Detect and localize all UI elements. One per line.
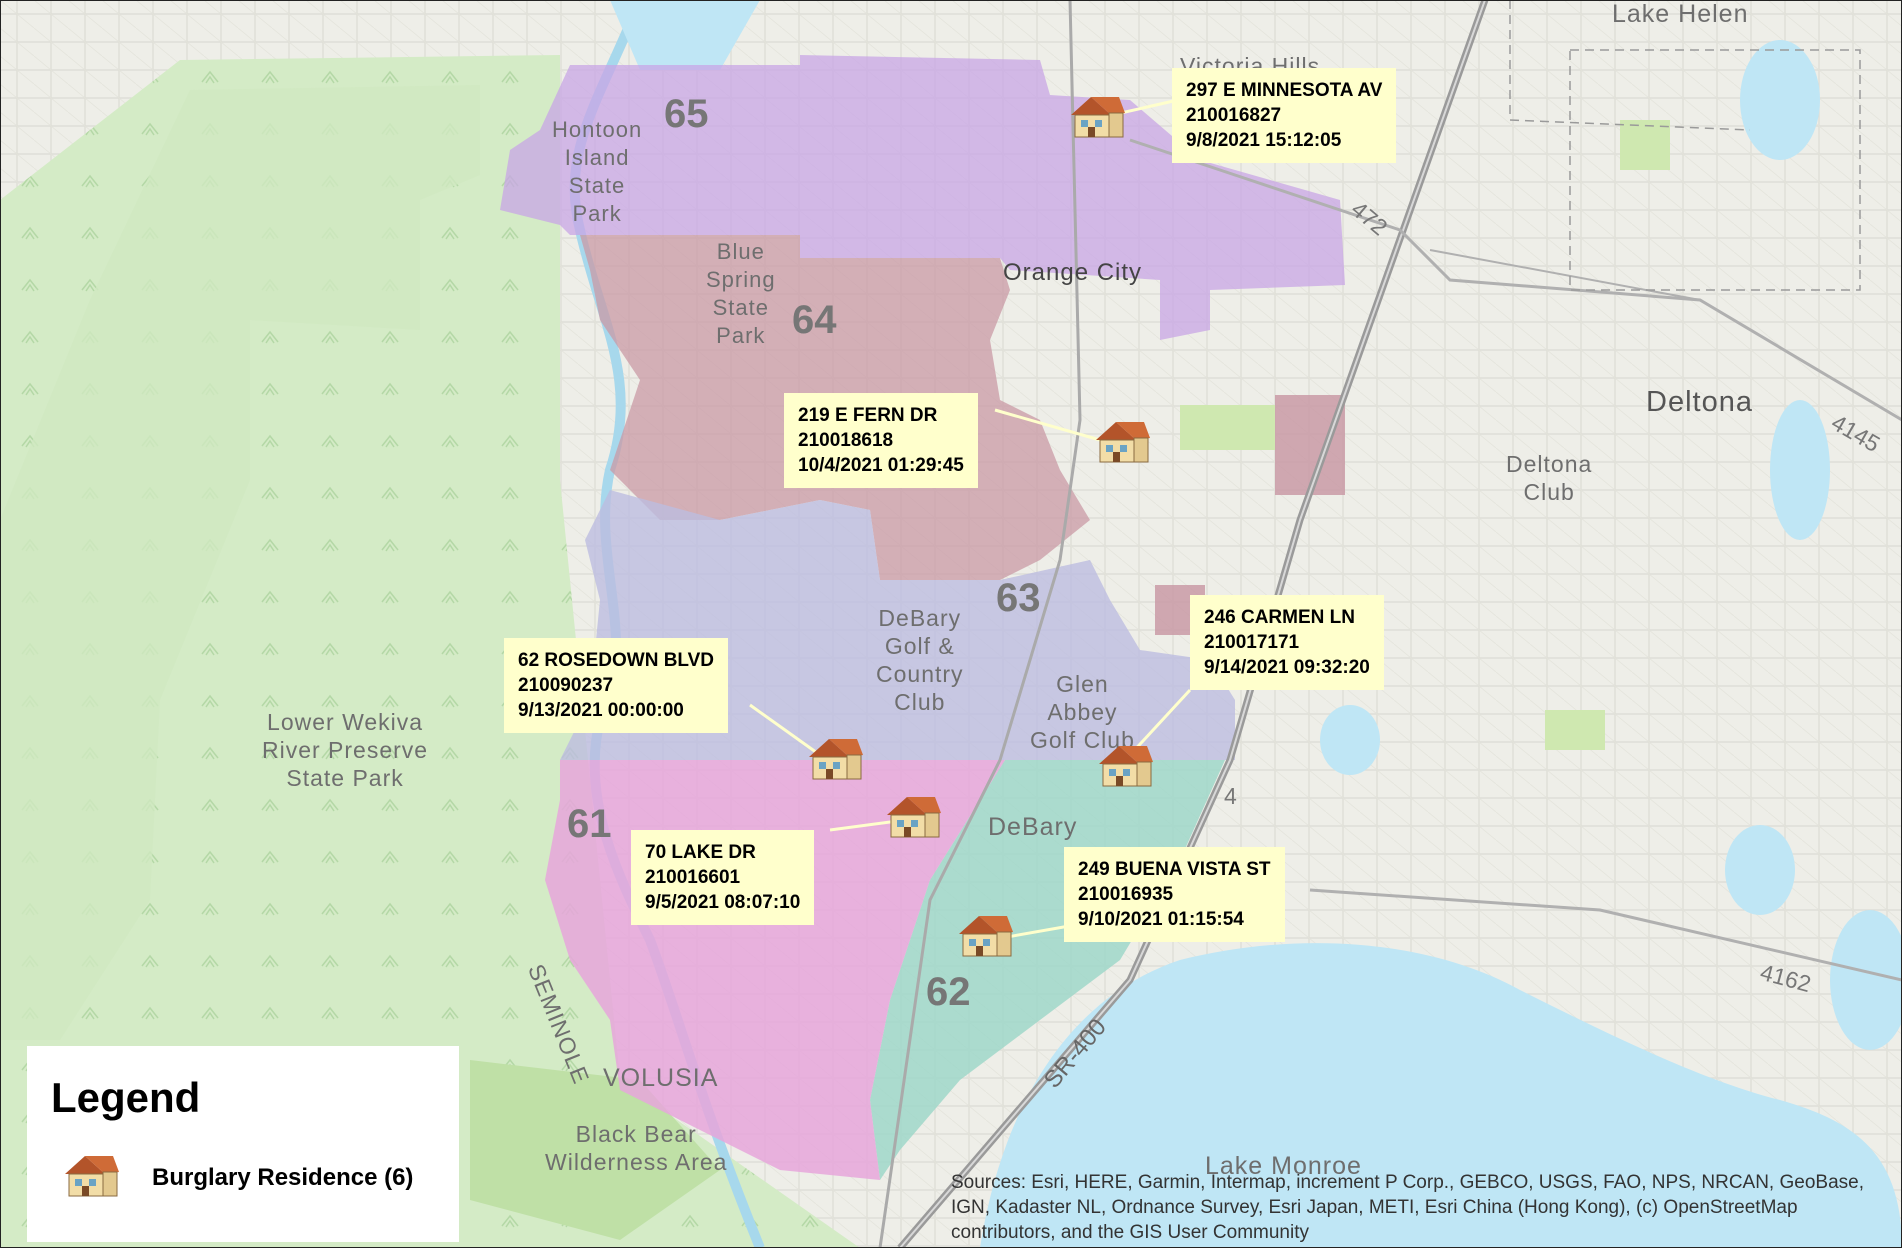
house-icon[interactable]: [955, 912, 1019, 962]
place-black-bear: Black Bear Wilderness Area: [545, 1121, 728, 1175]
road-472: [1129, 138, 1902, 422]
interstate-4-center: [899, 0, 1486, 1248]
incident-callout[interactable]: 249 BUENA VISTA ST 210016935 9/10/2021 0…: [1064, 847, 1285, 942]
legend-title: Legend: [51, 1074, 201, 1121]
incident-case-number: 210018618: [798, 430, 894, 451]
house-icon[interactable]: [1095, 742, 1159, 792]
lake-small: [1770, 400, 1830, 540]
place-volusia: VOLUSIA: [603, 1064, 719, 1092]
city-boundary: [1509, 0, 1751, 131]
incident-address: 297 E MINNESOTA AV: [1186, 80, 1383, 101]
zone-label-62: 62: [926, 970, 971, 1014]
incident-case-number: 210017171: [1204, 632, 1300, 653]
legend-panel: Legend Burglary Residence (6): [27, 1046, 459, 1242]
lake-small: [1725, 825, 1795, 915]
zone-label-63: 63: [996, 576, 1041, 620]
incident-datetime: 10/4/2021 01:29:45: [798, 455, 964, 476]
incident-datetime: 9/10/2021 01:15:54: [1078, 909, 1244, 930]
place-blue-spring: Blue Spring State Park: [706, 239, 776, 348]
legend-item-label: Burglary Residence (6): [152, 1164, 414, 1191]
incident-address: 219 E FERN DR: [798, 405, 938, 426]
incident-callout[interactable]: 70 LAKE DR 210016601 9/5/2021 08:07:10: [631, 830, 815, 925]
incident-address: 62 ROSEDOWN BLVD: [518, 650, 715, 671]
house-icon[interactable]: [1067, 93, 1131, 143]
incident-callout[interactable]: 62 ROSEDOWN BLVD 210090237 9/13/2021 00:…: [504, 638, 729, 733]
highway-17-92: [878, 0, 1082, 1248]
lake-small: [1740, 40, 1820, 160]
incident-datetime: 9/5/2021 08:07:10: [645, 892, 801, 913]
place-orange-city: Orange City: [1003, 259, 1143, 286]
incident-datetime: 9/14/2021 09:32:20: [1204, 657, 1370, 678]
green-area: [1545, 710, 1605, 750]
zone-63: [560, 490, 1235, 760]
zone-label-65: 65: [664, 92, 709, 136]
incident-callout[interactable]: 297 E MINNESOTA AV 210016827 9/8/2021 15…: [1172, 68, 1397, 163]
place-lake-helen: Lake Helen: [1612, 0, 1749, 28]
incident-callout[interactable]: 246 CARMEN LN 210017171 9/14/2021 09:32:…: [1190, 595, 1384, 690]
green-area: [1180, 405, 1275, 450]
place-deltona: Deltona: [1646, 386, 1753, 418]
house-icon: [61, 1152, 125, 1202]
place-deltona-club: Deltona Club: [1506, 451, 1593, 505]
place-lower-wekiva: Lower Wekiva River Preserve State Park: [262, 709, 429, 791]
incident-datetime: 9/13/2021 00:00:00: [518, 700, 684, 721]
place-hontoon-island: Hontoon Island State Park: [552, 117, 643, 226]
road: [1429, 249, 1701, 301]
place-glen-abbey: Glen Abbey Golf Club: [1030, 671, 1135, 753]
incident-address: 249 BUENA VISTA ST: [1078, 859, 1271, 880]
lake-small: [1830, 910, 1902, 1050]
zone-label-64: 64: [792, 298, 837, 342]
house-icon[interactable]: [883, 793, 947, 843]
city-boundary: [1569, 49, 1861, 291]
zone-64-part: [1275, 395, 1345, 495]
place-debary-golf: DeBary Golf & Country Club: [876, 605, 964, 715]
place-lake-monroe: Lake Monroe: [1205, 1152, 1362, 1180]
lake-small: [1320, 705, 1380, 775]
incident-case-number: 210016827: [1186, 105, 1282, 126]
house-icon[interactable]: [805, 735, 869, 785]
map-attribution: Sources: Esri, HERE, Garmin, Intermap, i…: [951, 1172, 1864, 1243]
incident-address: 70 LAKE DR: [645, 842, 756, 863]
incident-case-number: 210016935: [1078, 884, 1174, 905]
lake-monroe: [980, 943, 1902, 1248]
road-label-4: 4: [1224, 783, 1237, 809]
incident-datetime: 9/8/2021 15:12:05: [1186, 130, 1342, 151]
zone-label-61: 61: [567, 802, 612, 846]
incident-callout[interactable]: 219 E FERN DR 210018618 10/4/2021 01:29:…: [784, 393, 978, 488]
road-4162: [1309, 888, 1902, 982]
river-north: [610, 0, 760, 70]
incident-case-number: 210090237: [518, 675, 614, 696]
house-icon[interactable]: [1092, 418, 1156, 468]
incident-address: 246 CARMEN LN: [1204, 607, 1355, 628]
place-debary: DeBary: [988, 813, 1078, 841]
preserve-area: [0, 85, 480, 1040]
incident-case-number: 210016601: [645, 867, 741, 888]
green-area: [1620, 120, 1670, 170]
zone-65: [500, 55, 1345, 340]
